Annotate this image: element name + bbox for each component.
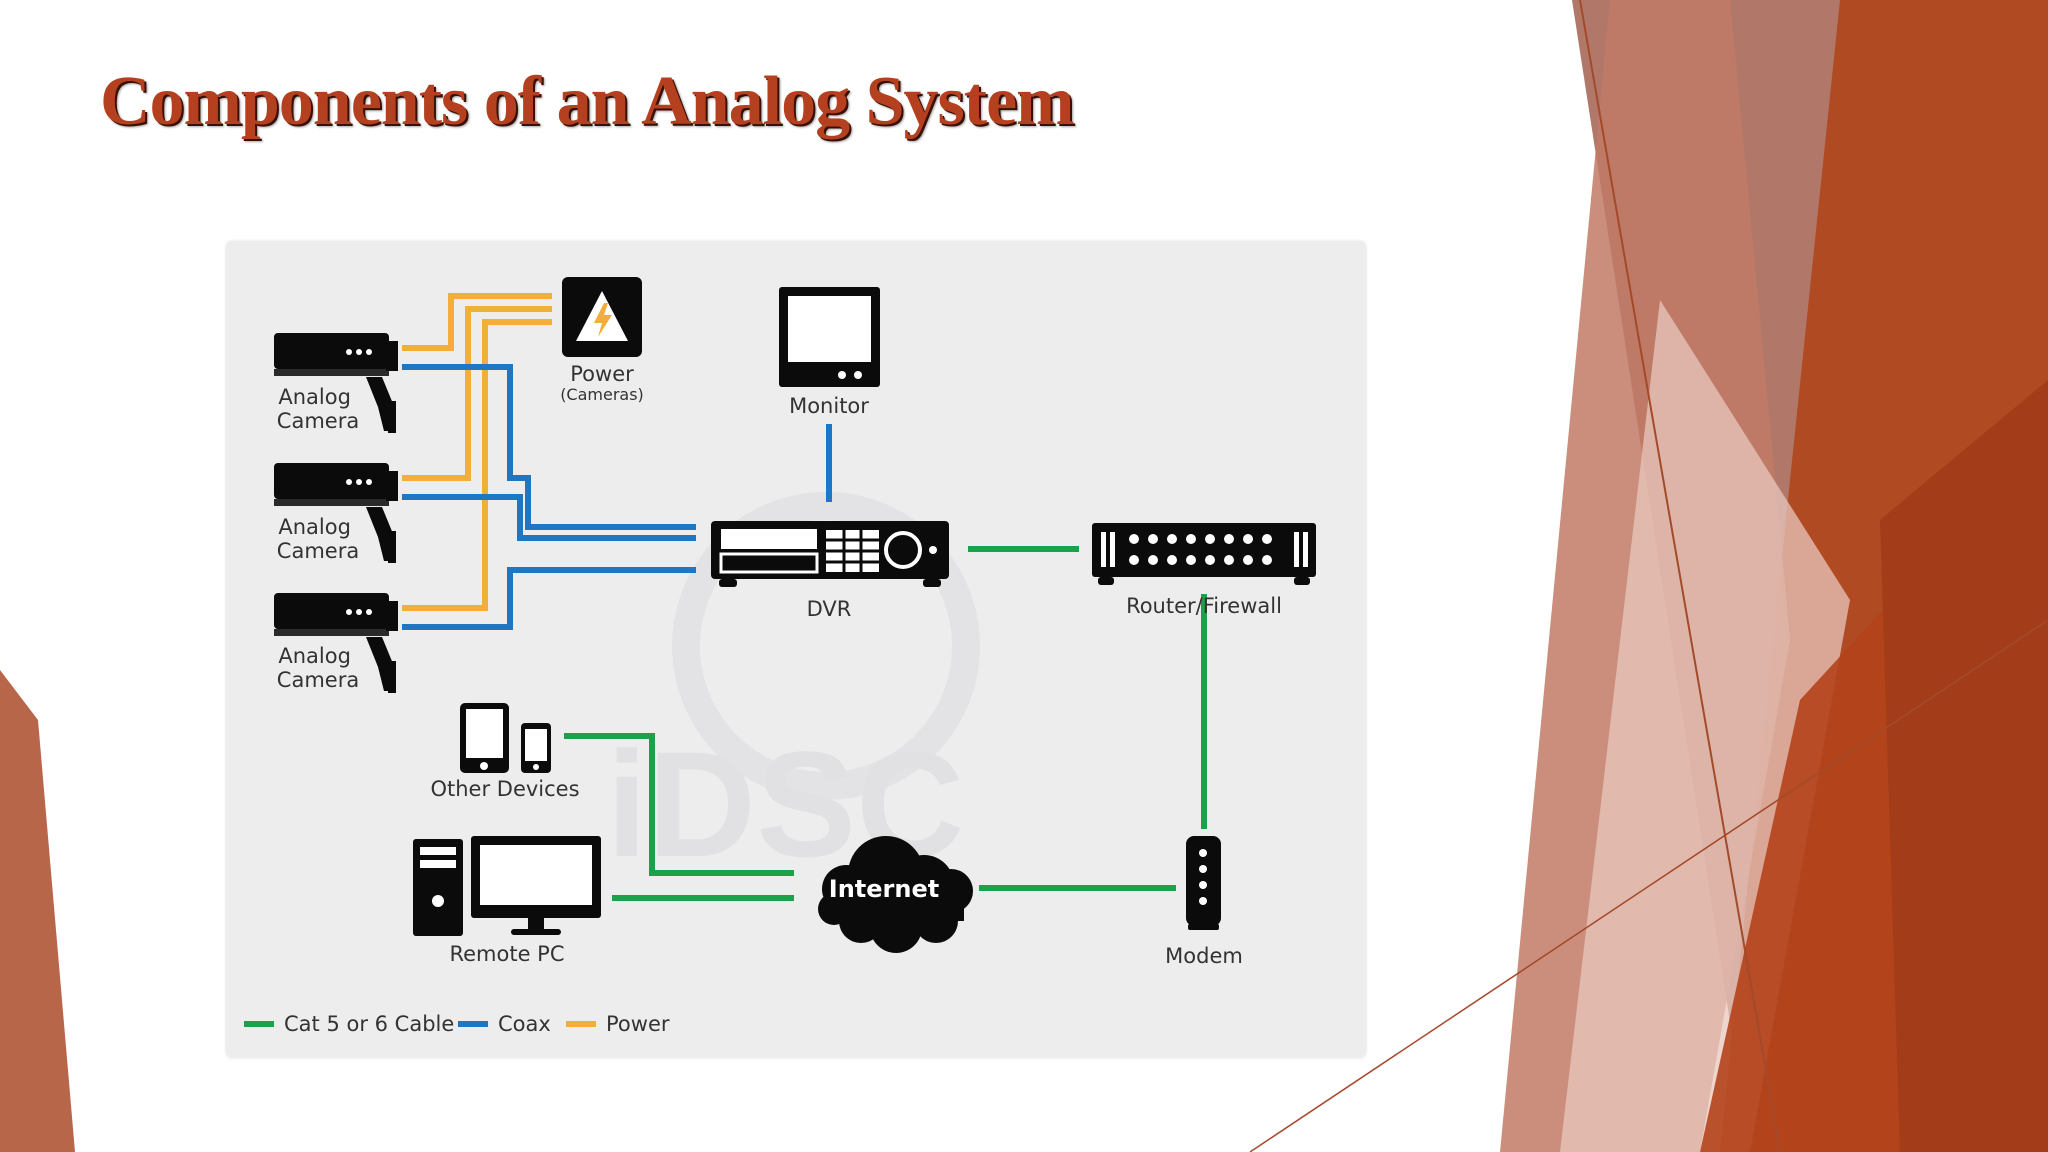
power-cable-1 <box>402 293 552 351</box>
legend-swatch-cat5 <box>244 1021 274 1027</box>
power-sublabel: (Cameras) <box>560 385 644 404</box>
dvr-label: DVR <box>807 597 852 621</box>
modem-label: Modem <box>1165 944 1243 968</box>
router-label: Router/Firewall <box>1126 594 1282 618</box>
deco-facet-deep <box>1880 380 2048 1152</box>
camera-3-label-line2: Camera <box>277 668 359 692</box>
coax-cable-1 <box>402 364 696 530</box>
coax-cable-3 <box>402 567 696 630</box>
camera-3-label-line1: Analog <box>278 644 351 668</box>
camera-3-label: Analog Camera <box>277 644 359 692</box>
internet-label: Internet <box>829 875 939 903</box>
cat5-cables <box>564 546 1207 901</box>
analog-camera-3 <box>274 593 398 693</box>
power-cable-3 <box>402 319 552 611</box>
slide-title: Components of an Analog System <box>100 63 1074 140</box>
deco-line-b <box>1249 619 2048 1152</box>
legend: Cat 5 or 6 Cable Coax Power <box>244 1012 670 1036</box>
other-devices <box>460 703 551 773</box>
remote-pc-label: Remote PC <box>449 942 564 966</box>
router-firewall <box>1092 523 1316 585</box>
coax-cable-2 <box>402 494 696 541</box>
power-cables <box>402 293 552 611</box>
cat5-other-devices <box>564 733 794 876</box>
coax-cables <box>402 364 832 630</box>
legend-label-power: Power <box>606 1012 670 1036</box>
modem <box>1186 836 1221 930</box>
remote-pc <box>413 836 601 936</box>
internet-cloud-icon <box>818 836 973 953</box>
diagram-panel: iDSC <box>226 241 1366 1058</box>
deco-line-a <box>1579 0 1781 1152</box>
lightning-bolt-icon <box>594 303 612 337</box>
network-diagram: iDSC <box>244 277 1316 1036</box>
camera-1-label: Analog Camera <box>277 385 359 433</box>
analog-camera-1 <box>274 333 398 433</box>
monitor <box>779 287 880 387</box>
legend-label-coax: Coax <box>498 1012 551 1036</box>
camera-2-label-line2: Camera <box>277 539 359 563</box>
dvr <box>711 521 949 587</box>
legend-label-cat5: Cat 5 or 6 Cable <box>284 1012 454 1036</box>
power-label: Power <box>570 362 634 386</box>
camera-2-label-line1: Analog <box>278 515 351 539</box>
camera-1-label-line2: Camera <box>277 409 359 433</box>
legend-swatch-coax <box>458 1021 488 1027</box>
monitor-label: Monitor <box>789 394 869 418</box>
watermark: iDSC <box>606 492 980 888</box>
other-devices-label: Other Devices <box>430 777 579 801</box>
power-supply <box>562 277 642 357</box>
legend-swatch-power <box>566 1021 596 1027</box>
camera-2-label: Analog Camera <box>277 515 359 563</box>
analog-camera-2 <box>274 463 398 563</box>
camera-1-label-line1: Analog <box>278 385 351 409</box>
power-cable-2 <box>402 306 552 481</box>
deco-left-facet <box>0 670 75 1152</box>
